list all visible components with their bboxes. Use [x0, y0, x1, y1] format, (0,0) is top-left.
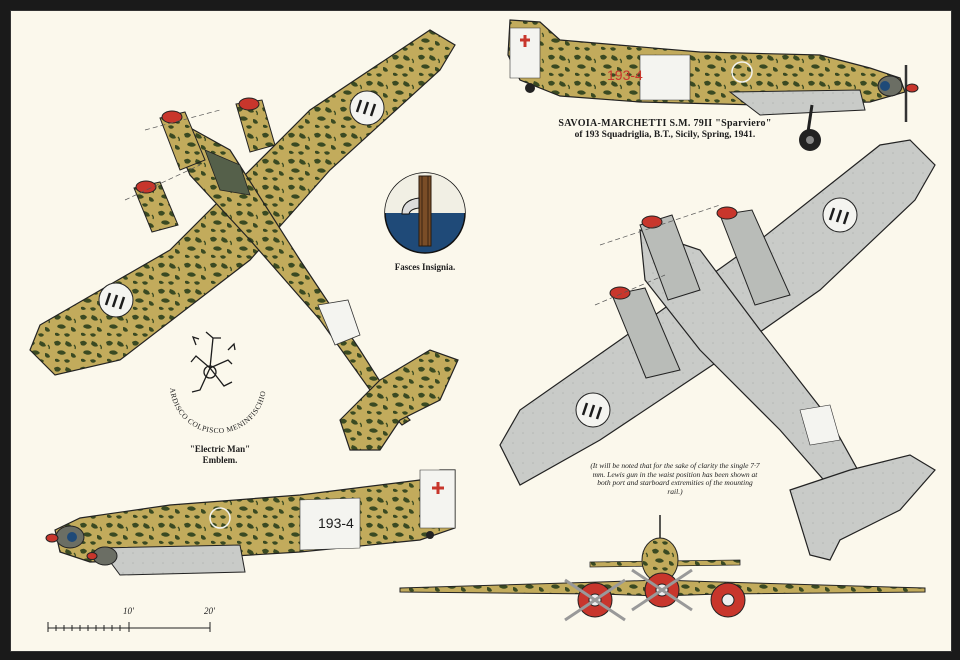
fasces-insignia	[384, 172, 466, 254]
title-line-1: SAVOIA-MARCHETTI S.M. 79II "Sparviero"	[558, 118, 772, 129]
front-engine	[710, 582, 746, 618]
fasces-roundel	[98, 282, 134, 318]
emblem-caption-line-2: Emblem.	[202, 455, 238, 465]
lower-profile-code: 193-4	[318, 515, 354, 531]
upper-profile-code: 193-4	[607, 67, 643, 83]
front-view	[399, 515, 926, 622]
top-fuselage	[174, 124, 411, 426]
front-engine	[631, 568, 693, 612]
top-engine	[133, 180, 179, 233]
electric-man-emblem	[190, 331, 236, 393]
underside-tailplane	[789, 454, 936, 561]
canopy	[204, 149, 251, 196]
scale-label-20: 20'	[204, 606, 215, 616]
lewis-gun-note: (It will be noted that for the sake of c…	[590, 461, 760, 496]
front-engine	[564, 578, 626, 622]
scale-bar	[47, 622, 211, 632]
lower-side-profile: 193-4	[45, 469, 456, 576]
fasces-roundel	[822, 197, 858, 233]
underside-engine	[639, 214, 701, 301]
scale-label-10: 10'	[123, 606, 134, 616]
top-tailplane	[339, 349, 459, 451]
fasces-roundel	[349, 90, 385, 126]
svg-text:ARDISCO COLPISCO MENINFISCHIO: ARDISCO COLPISCO MENINFISCHIO	[168, 387, 268, 435]
underside-view	[499, 139, 936, 561]
upper-side-profile: 193-4	[507, 19, 919, 151]
fasces-caption: Fasces Insignia.	[394, 262, 456, 272]
emblem-caption-line-1: "Electric Man"	[189, 444, 251, 454]
underside-engine	[609, 286, 681, 379]
emblem-motto: ARDISCO COLPISCO MENINFISCHIO	[168, 387, 268, 435]
fasces-roundel	[575, 392, 611, 428]
underside-engine	[716, 206, 791, 306]
top-view-plan	[29, 29, 459, 451]
top-engine	[235, 97, 276, 153]
fuselage-band	[317, 299, 361, 346]
title-line-2: of 193 Squadriglia, B.T., Sicily, Spring…	[574, 130, 756, 140]
emblem-motto-text: ARDISCO COLPISCO MENINFISCHIO	[168, 387, 267, 435]
